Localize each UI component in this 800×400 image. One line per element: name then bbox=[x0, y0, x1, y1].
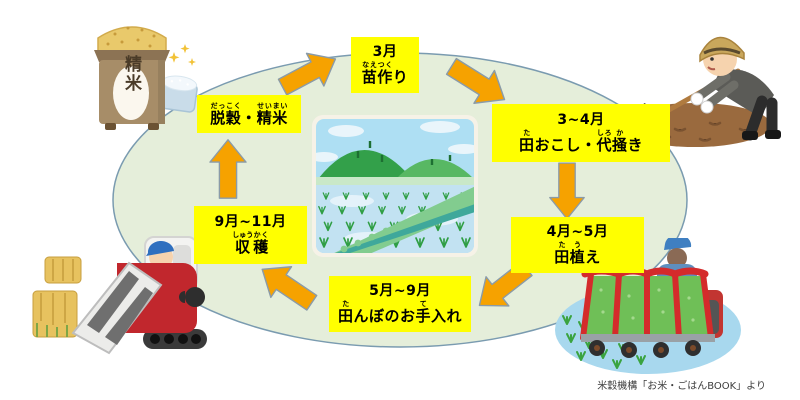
transplanter-machine bbox=[580, 238, 723, 358]
levee-path bbox=[330, 185, 474, 253]
rice-bag-label-text: 精米 bbox=[121, 54, 142, 93]
stage-title: 苗なえ作つくり bbox=[361, 61, 409, 87]
far-bank bbox=[316, 177, 474, 186]
stage-box-harvest: 9月~11月 収しゅう穫かく bbox=[194, 206, 307, 264]
source-credit: 米穀機構「お米・ごはんBOOK」より bbox=[597, 381, 766, 392]
planting-wheels bbox=[589, 340, 701, 358]
rice-crop bbox=[32, 256, 82, 338]
stage-box-paddy-care: 5月~9月 田たんぼのお手て入れ bbox=[329, 276, 471, 332]
stage-box-threshing-milling: 脱だっ穀こく・精せい米まい bbox=[197, 95, 301, 133]
stage-month: 5月~9月 bbox=[369, 283, 431, 300]
bag-label bbox=[113, 66, 149, 120]
caterpillar-track bbox=[143, 329, 207, 349]
arrow-harvest-to-milling bbox=[209, 139, 247, 199]
seedling-trays bbox=[580, 267, 715, 342]
farmer-arm bbox=[693, 72, 731, 102]
sparkles bbox=[168, 44, 196, 66]
stage-month: 4月~5月 bbox=[546, 224, 609, 241]
harvest-header bbox=[71, 261, 163, 355]
stage-box-rice-planting: 4月~5月 田た植うえ bbox=[511, 217, 644, 273]
stage-box-plowing-puddling: 3~4月 田たおこし・代しろ掻かき bbox=[492, 104, 670, 162]
mountain-left bbox=[318, 150, 412, 179]
stage-title: 脱だっ穀こく・精せい米まい bbox=[210, 101, 288, 127]
combine-harvester-illustration bbox=[32, 236, 207, 355]
stage-title: 田たおこし・代しろ掻かき bbox=[518, 129, 644, 155]
stage-title: 田たんぼのお手て入れ bbox=[337, 300, 463, 326]
operator-head bbox=[667, 248, 687, 268]
rice-bag-illustration: 精米 bbox=[94, 26, 198, 130]
arrow-plowing-to-planting bbox=[549, 162, 585, 220]
stage-title: 田た植うえ bbox=[554, 241, 601, 267]
stage-title: 収しゅう穫かく bbox=[232, 231, 269, 257]
mountain-right bbox=[396, 159, 474, 179]
stage-box-seedling-making: 3月 苗なえ作つくり bbox=[351, 37, 419, 93]
rice-paddy-center-image bbox=[312, 115, 478, 257]
operator-cap bbox=[664, 238, 692, 250]
glove bbox=[690, 92, 704, 106]
bag-rim bbox=[94, 50, 170, 62]
stage-month: 3~4月 bbox=[557, 112, 605, 129]
stage-month: 3月 bbox=[372, 44, 398, 61]
driver-cap bbox=[146, 240, 174, 256]
rice-transplanter-illustration bbox=[555, 238, 741, 374]
stage-month: 9月~11月 bbox=[214, 214, 287, 231]
farmer bbox=[690, 36, 781, 141]
